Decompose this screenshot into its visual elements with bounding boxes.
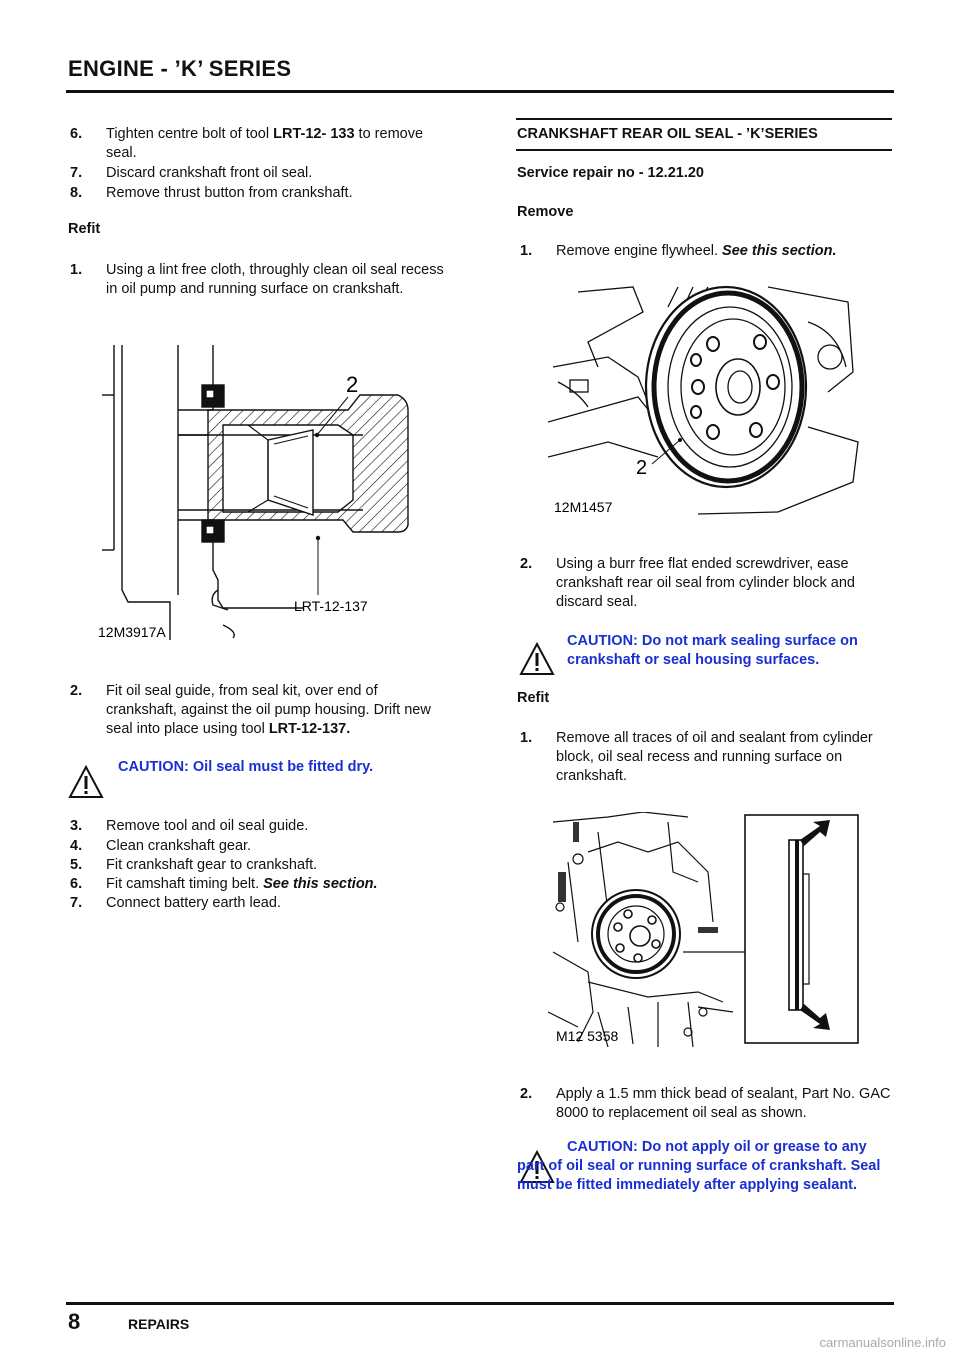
step-text: Using a burr free flat ended screwdriver… xyxy=(556,556,855,610)
step-text: Remove engine flywheel. xyxy=(556,243,719,259)
step-text: Tighten centre bolt of tool xyxy=(106,126,274,142)
tool-ref: LRT-12-137. xyxy=(268,721,351,737)
refit-heading-left: Refit xyxy=(68,221,101,237)
see-section-link[interactable]: See this section. xyxy=(722,243,837,259)
step-number: 1. xyxy=(520,243,533,259)
step-number: 2. xyxy=(520,556,533,572)
step-text: Fit crankshaft gear to crankshaft. xyxy=(106,857,318,873)
header-rule xyxy=(66,90,894,93)
caution-left: CAUTION: Oil seal must be fitted dry. xyxy=(118,759,374,775)
service-repair-number: Service repair no - 12.21.20 xyxy=(517,165,704,181)
figure3-id: M12 5358 xyxy=(556,1028,618,1044)
step-number: 1. xyxy=(520,730,533,746)
figure-crankshaft-flange: 2 12M1457 xyxy=(548,285,859,515)
step-text: Fit camshaft timing belt. xyxy=(106,876,260,892)
step-text: Remove thrust button from crankshaft. xyxy=(106,185,353,201)
step-number: 1. xyxy=(70,262,83,278)
footer-watermark: carmanualsonline.info xyxy=(819,1335,946,1350)
step-number: 2. xyxy=(520,1086,533,1102)
step-number: 6. xyxy=(70,876,83,892)
figure2-id: 12M1457 xyxy=(554,499,613,515)
see-section-link[interactable]: See this section. xyxy=(263,876,378,892)
warning-triangle-icon xyxy=(68,765,104,798)
refit-heading-right: Refit xyxy=(517,690,550,706)
warning-triangle-icon xyxy=(519,1150,555,1183)
figure2-callout: 2 xyxy=(636,457,647,479)
step-number: 7. xyxy=(70,165,83,181)
caution-right-2: CAUTION: Do not apply oil or grease to a… xyxy=(517,1139,881,1193)
step-number: 4. xyxy=(70,838,83,854)
step-number: 3. xyxy=(70,818,83,834)
step-number: 8. xyxy=(70,185,83,201)
footer-section-label: REPAIRS xyxy=(128,1316,190,1332)
step-number: 7. xyxy=(70,895,83,911)
section-title: CRANKSHAFT REAR OIL SEAL - ’K’SERIES xyxy=(517,126,818,142)
figure1-tool-label: LRT-12-137 xyxy=(294,598,368,614)
page-header-title: ENGINE - ’K’ SERIES xyxy=(68,56,292,81)
figure-rear-seal-sealant: M12 5358 xyxy=(548,812,859,1048)
footer-rule xyxy=(66,1302,894,1305)
step-text: Clean crankshaft gear. xyxy=(106,838,252,854)
remove-heading: Remove xyxy=(517,204,574,220)
step-text: Using a lint free cloth, throughly clean… xyxy=(106,262,444,297)
step-number: 2. xyxy=(70,683,83,699)
footer-page-number: 8 xyxy=(68,1309,81,1334)
step-number: 6. xyxy=(70,126,83,142)
step-text: Apply a 1.5 mm thick bead of sealant, Pa… xyxy=(556,1086,891,1121)
step-text: Remove tool and oil seal guide. xyxy=(106,818,309,834)
figure-oil-seal-tool: 2 LRT-12-137 12M3917A xyxy=(98,345,409,640)
step-text: Fit oil seal guide, from seal kit, over … xyxy=(106,683,431,737)
section-rule-top xyxy=(516,118,892,120)
step-text: Remove all traces of oil and sealant fro… xyxy=(556,730,873,784)
step-text: Discard crankshaft front oil seal. xyxy=(106,165,313,181)
step-number: 5. xyxy=(70,857,83,873)
figure1-id: 12M3917A xyxy=(98,624,166,640)
figure1-callout: 2 xyxy=(346,372,358,397)
caution-right-1: CAUTION: Do not mark sealing surface on … xyxy=(567,633,858,668)
step-text-end: to remove seal. xyxy=(106,126,424,161)
step-text: Connect battery earth lead. xyxy=(106,895,281,911)
warning-triangle-icon xyxy=(519,642,555,675)
tool-ref: LRT-12- 133 xyxy=(273,126,355,142)
section-rule-bottom xyxy=(516,149,892,151)
